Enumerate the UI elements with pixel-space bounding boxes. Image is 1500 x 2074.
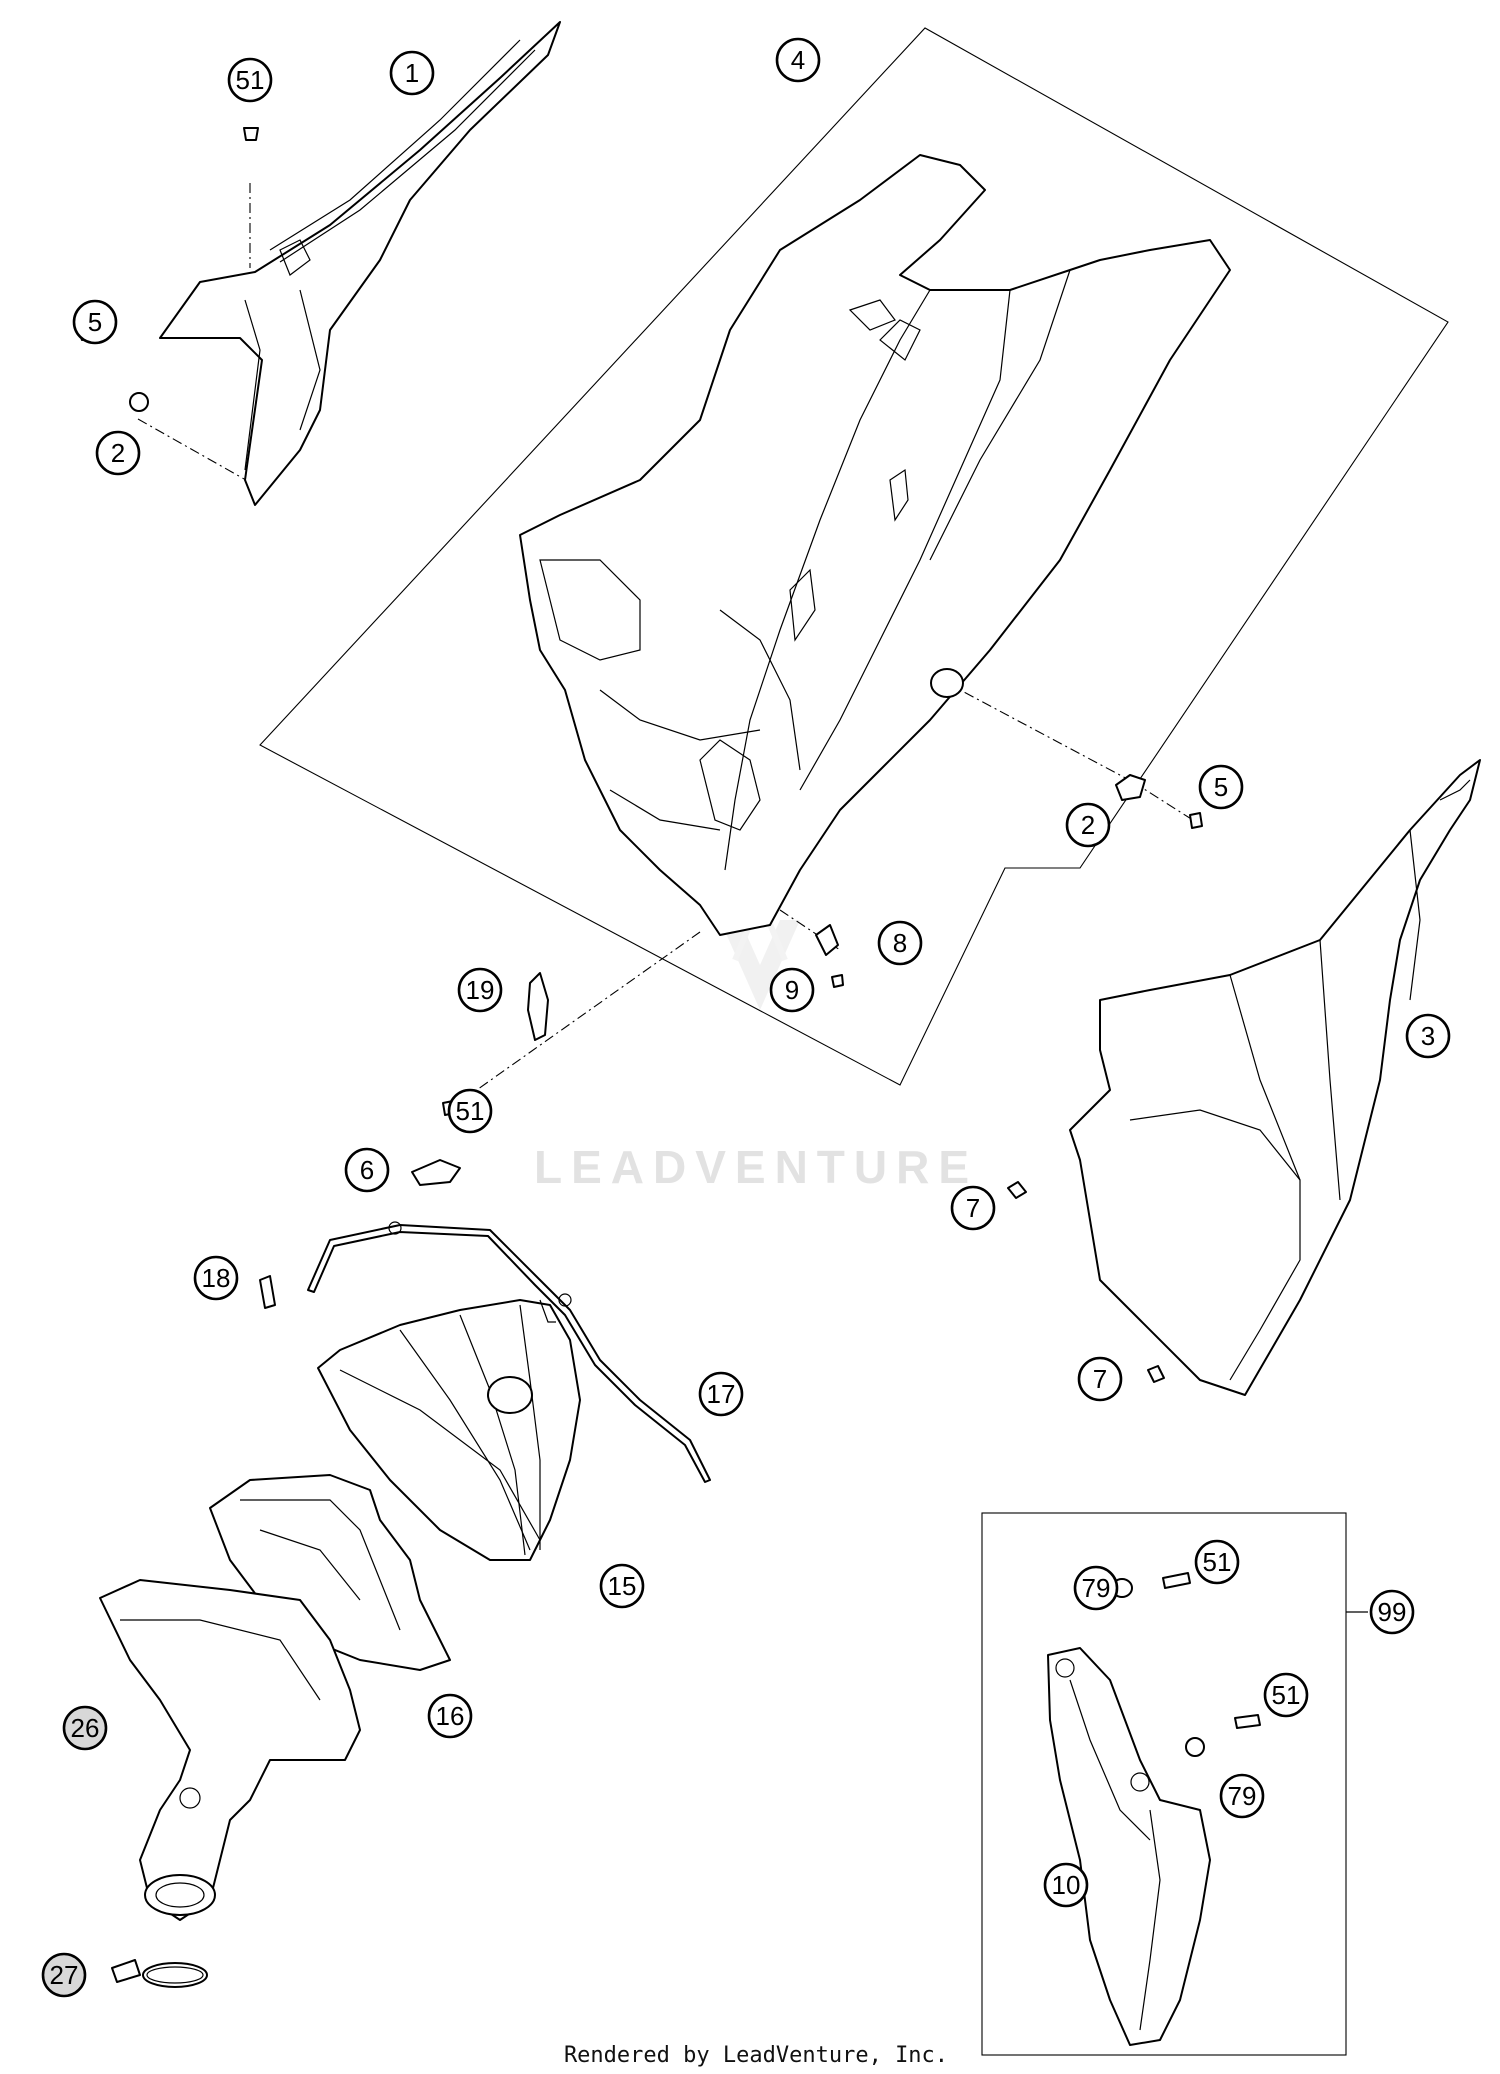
callout-18: 18 [193, 1255, 239, 1301]
part-10-cover [1047, 1647, 1211, 2046]
callout-label: 4 [791, 45, 805, 75]
callout-label: 5 [1214, 772, 1228, 802]
callout-label: 2 [111, 438, 125, 468]
callout-label: 5 [88, 307, 102, 337]
callout-label: 51 [456, 1096, 485, 1126]
callout-1: 1 [389, 50, 435, 96]
callout-2-left: 2 [95, 430, 141, 476]
kit-frame-99 [981, 1512, 1347, 2056]
watermark-text: LEADVENTURE [534, 1141, 978, 1193]
callout-2-right: 2 [1065, 802, 1111, 848]
part-1-side-panel [159, 21, 561, 506]
assembly-frame-4 [259, 27, 1449, 1086]
callout-26: 26 [62, 1705, 108, 1751]
callout-label: 8 [893, 928, 907, 958]
callout-51-top: 51 [227, 57, 273, 103]
part-26-intake-boot [99, 1579, 361, 1921]
callout-label: 9 [785, 975, 799, 1005]
callout-label: 6 [360, 1155, 374, 1185]
callout-label: 3 [1421, 1021, 1435, 1051]
callout-label: 1 [405, 58, 419, 88]
callout-4: 4 [775, 37, 821, 83]
callout-15: 15 [599, 1563, 645, 1609]
callout-label: 18 [202, 1263, 231, 1293]
callout-19: 19 [457, 967, 503, 1013]
callout-label: 27 [50, 1960, 79, 1990]
callout-79-top: 79 [1073, 1565, 1119, 1611]
callout-label: 26 [71, 1713, 100, 1743]
callout-16: 16 [427, 1693, 473, 1739]
callout-51-kit-top: 51 [1194, 1539, 1240, 1585]
callout-7-bottom: 7 [1077, 1356, 1123, 1402]
part-3-side-panel [1069, 759, 1481, 1396]
callout-79-bottom: 79 [1219, 1773, 1265, 1819]
callout-label: 51 [236, 65, 265, 95]
callout-label: 99 [1378, 1597, 1407, 1627]
callout-label: 19 [466, 975, 495, 1005]
callout-label: 2 [1081, 810, 1095, 840]
callout-label: 15 [608, 1571, 637, 1601]
part-27-clamp [111, 1959, 208, 1988]
part-17-filter-cage [307, 1221, 711, 1483]
callout-9: 9 [769, 967, 815, 1013]
part-4-airbox [519, 154, 1231, 936]
callout-27: 27 [41, 1952, 87, 1998]
callout-8: 8 [877, 920, 923, 966]
callout-7-top: 7 [950, 1185, 996, 1231]
part-15-air-filter [317, 1299, 581, 1561]
callout-6: 6 [344, 1147, 390, 1193]
callout-label: 10 [1052, 1870, 1081, 1900]
callout-label: 51 [1203, 1547, 1232, 1577]
callout-label: 7 [1093, 1364, 1107, 1394]
callout-5-left: 5 [72, 299, 118, 345]
callout-17: 17 [698, 1371, 744, 1417]
callout-10: 10 [1043, 1862, 1089, 1908]
callout-99: 99 [1369, 1589, 1415, 1635]
callout-51-kit-bottom: 51 [1263, 1672, 1309, 1718]
callout-label: 51 [1272, 1680, 1301, 1710]
callout-label: 7 [966, 1193, 980, 1223]
footer-credit: Rendered by LeadVenture, Inc. [564, 2043, 948, 2068]
callout-5-right: 5 [1198, 764, 1244, 810]
callout-3: 3 [1405, 1013, 1451, 1059]
callout-51-mid: 51 [447, 1088, 493, 1134]
callout-label: 16 [436, 1701, 465, 1731]
callout-label: 79 [1228, 1781, 1257, 1811]
callout-label: 17 [707, 1379, 736, 1409]
hardware-parts [77, 127, 1261, 1757]
callout-label: 79 [1082, 1573, 1111, 1603]
